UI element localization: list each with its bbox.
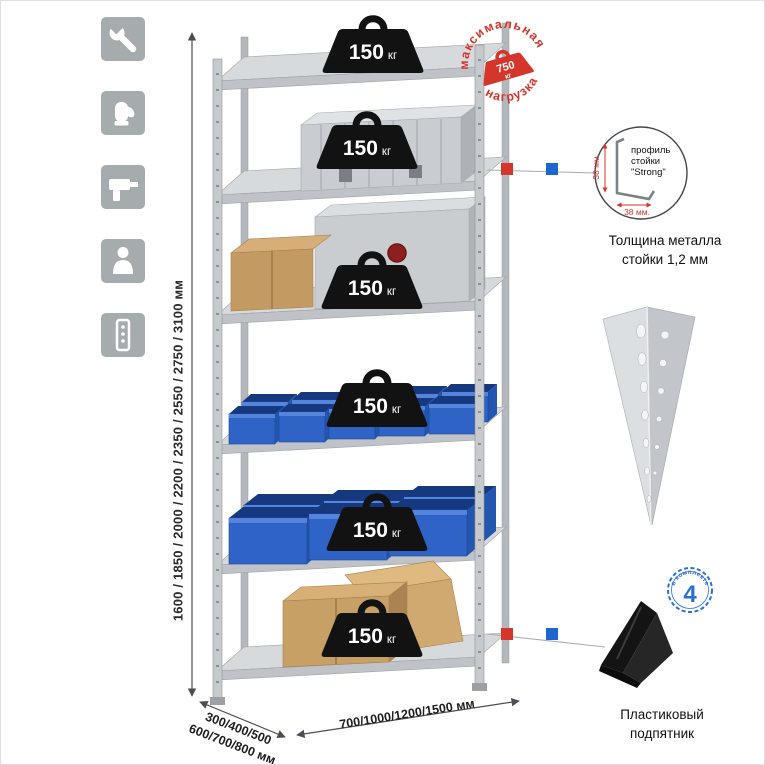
profile-caption: Толщина металла стойки 1,2 мм xyxy=(585,232,745,270)
profile-label-1: профиль xyxy=(631,145,670,156)
connector-square-blue-bottom xyxy=(546,628,558,640)
load-unit: кг xyxy=(382,146,391,158)
height-dimension-label: 1600 / 1850 / 2000 / 2200 / 2350 / 2550 … xyxy=(170,279,186,622)
profile-cross-section xyxy=(615,137,656,201)
rack-foot-left xyxy=(210,697,225,705)
load-unit: кг xyxy=(388,50,397,62)
badge-number: 4 xyxy=(683,581,697,608)
cardboard-box-middle xyxy=(230,234,332,312)
profile-dim-horizontal: 38 мм. xyxy=(624,207,650,217)
load-value: 150 xyxy=(348,625,383,648)
load-unit: кг xyxy=(387,634,396,646)
shelving-rack xyxy=(210,22,510,705)
load-value: 150 xyxy=(343,137,378,160)
rack-profile-icon xyxy=(101,313,145,357)
shelf-load-badge-6: 150 кг xyxy=(322,603,423,657)
rack-post-back-right xyxy=(501,22,510,664)
foot-caption-line1: Пластиковый xyxy=(620,707,704,722)
profile-callout: 38 мм 38 мм. профиль стойки "Strong" xyxy=(591,126,688,220)
profile-caption-line1: Толщина металла xyxy=(608,233,722,248)
quantity-badge: в комплекте 4 xyxy=(667,567,713,613)
load-value: 150 xyxy=(348,277,383,300)
width-dimension-arrow xyxy=(296,697,520,739)
person-icon xyxy=(101,239,145,283)
max-load-stamp: максимальная нагрузка 750 кг xyxy=(446,6,549,111)
connector-square-blue-top xyxy=(546,163,558,175)
foot-caption: Пластиковый подпятник xyxy=(597,706,727,744)
plastic-foot-picture xyxy=(599,601,673,688)
feature-icon-column xyxy=(101,17,145,357)
angle-post-picture xyxy=(602,306,696,526)
stamp-unit: кг xyxy=(504,72,512,81)
rack-post-front-right xyxy=(474,44,485,688)
shelf-load-badge-5: 150 кг xyxy=(327,497,428,551)
box-emblem xyxy=(387,243,407,263)
shelf-load-badges: 150 кг 150 кг 150 кг 150 кг 150 кг 150 кг xyxy=(317,19,428,657)
load-value: 150 xyxy=(353,395,388,418)
shelf-load-badge-3: 150 кг xyxy=(322,255,423,309)
rack-post-front-left xyxy=(212,58,223,702)
stamp-value: 750 xyxy=(495,59,516,76)
connector-square-red-bottom xyxy=(501,628,513,640)
rack-profile-icon-art xyxy=(115,318,131,352)
dimension-arrows xyxy=(187,32,520,739)
wrench-icon xyxy=(101,17,145,61)
profile-dim-vertical: 38 мм xyxy=(591,156,601,180)
load-unit: кг xyxy=(387,286,396,298)
shelf-load-badge-2: 150 кг xyxy=(317,115,418,169)
person-icon-art xyxy=(113,247,133,274)
shelf-load-badge-4: 150 кг xyxy=(327,373,428,427)
profile-label-3: "Strong" xyxy=(631,167,666,178)
load-value: 150 xyxy=(353,519,388,542)
depth-dimension-arrow xyxy=(199,700,286,739)
shelf-load-badge-1: 150 кг xyxy=(323,19,424,73)
gloves-icon xyxy=(101,91,145,135)
foot-caption-line2: подпятник xyxy=(629,725,695,741)
wrench-icon-art xyxy=(109,22,137,53)
rack-foot-right xyxy=(472,683,487,691)
rack-post-back-left xyxy=(240,36,249,678)
drill-icon-art xyxy=(109,179,138,201)
drill-icon xyxy=(101,165,145,209)
load-value: 150 xyxy=(349,41,384,64)
load-unit: кг xyxy=(392,528,401,540)
callout-connectors xyxy=(486,163,606,648)
gloves-icon-art xyxy=(114,102,135,126)
load-unit: кг xyxy=(392,404,401,416)
profile-label-2: стойки xyxy=(631,156,660,167)
connector-square-red-top xyxy=(501,163,513,175)
stamp-weight: 750 кг xyxy=(483,49,534,86)
profile-caption-line2: стойки 1,2 мм xyxy=(621,251,709,267)
